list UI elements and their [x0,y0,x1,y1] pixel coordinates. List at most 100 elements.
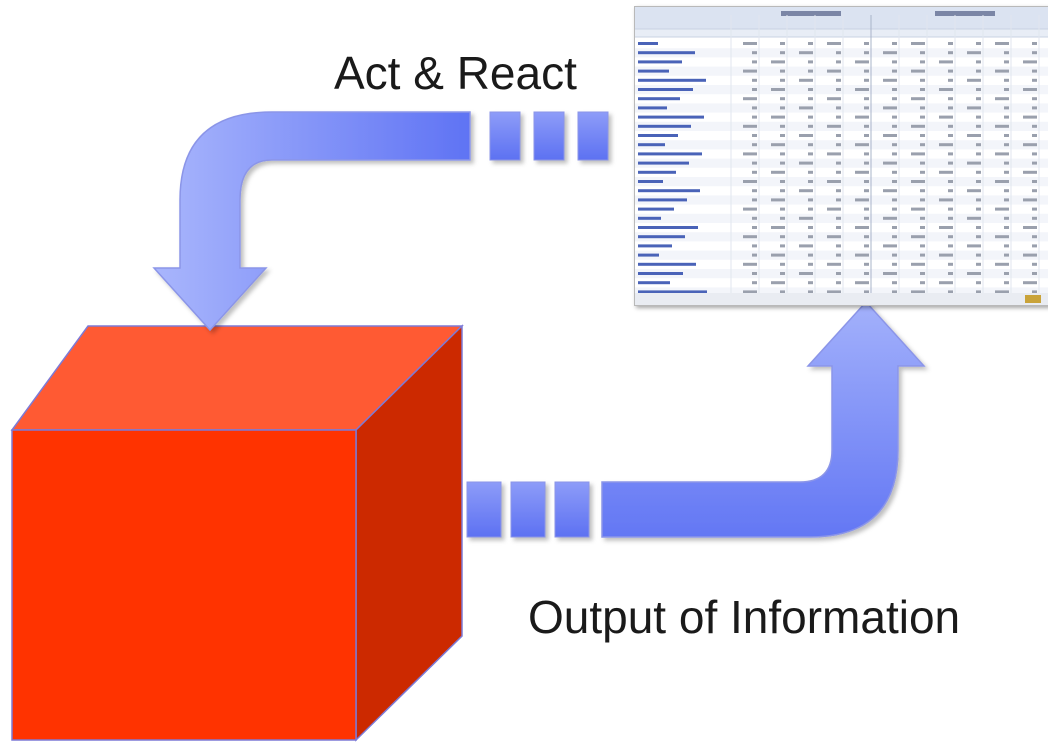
report-cell [976,253,981,257]
report-row-link [638,115,704,119]
report-cell [864,134,869,137]
report-cell [780,124,785,128]
report-cell [920,272,925,275]
report-cell [1004,170,1009,174]
report-row-link [638,226,698,229]
report-cell [948,134,953,137]
report-row-band [635,250,1048,260]
report-cell [976,180,981,183]
report-cell [995,42,1009,45]
curved-arrow-up-icon [466,300,926,538]
report-cell [1032,180,1037,183]
report-cell [948,216,953,220]
report-cell [780,78,785,82]
report-row-link [638,170,676,174]
report-cell [967,134,981,137]
report-cell [1032,124,1037,128]
report-cell [827,207,841,211]
report-cell [780,106,785,110]
report-cell [808,115,813,119]
report-cell [799,51,813,55]
report-cell [808,124,813,128]
report-cell [827,290,841,294]
report-cell [883,244,897,248]
report-cell [920,161,925,165]
report-cell [864,106,869,110]
report-cell [1023,253,1037,257]
report-cell [995,262,1009,266]
report-cell [836,115,841,119]
report-cell [911,42,925,45]
report-cell [1004,143,1009,147]
report-cell [771,88,785,91]
report-cell [743,124,757,128]
report-cell [752,60,757,64]
report-table-image [635,7,1048,305]
report-cell [967,106,981,110]
report-cell [864,216,869,220]
report-cell [780,152,785,156]
report-cell [836,216,841,220]
report-row-link [638,235,685,239]
report-cell [911,152,925,156]
report-cell [920,106,925,110]
arrow-body [152,111,471,332]
report-cell [967,161,981,165]
report-cell [967,244,981,248]
report-cell [967,272,981,275]
arrow-segment-block [510,481,546,538]
report-cell [836,189,841,193]
report-cell [1004,115,1009,119]
report-cell [799,216,813,220]
report-row-link [638,88,693,91]
report-cell [752,272,757,275]
report-cell [892,253,897,257]
report-cell [836,161,841,165]
report-cell [948,51,953,55]
report-cell [892,235,897,239]
report-cell [836,88,841,91]
report-cell [920,226,925,229]
report-row-link [638,69,669,73]
report-cell [967,78,981,82]
report-cell [1032,97,1037,101]
report-cell [1023,170,1037,174]
report-row-link [638,216,661,220]
arrow-segment-block [466,481,502,538]
report-screenshot [634,6,1048,306]
report-row-band [635,66,1048,76]
report-cell [892,226,897,229]
report-cell [920,253,925,257]
report-row-link [638,262,696,266]
report-cell [808,253,813,257]
report-cell [948,189,953,193]
report-cell [771,170,785,174]
report-cell [976,207,981,211]
report-cell [948,262,953,266]
report-cell [752,253,757,257]
report-row-link [638,152,702,156]
report-cell [855,88,869,91]
report-cell [780,180,785,183]
report-cell [752,161,757,165]
arrow-segment-block [577,111,609,161]
report-cell [855,226,869,229]
report-cell [864,124,869,128]
report-cell [939,281,953,285]
report-cell [1004,244,1009,248]
report-cell [939,253,953,257]
report-cell [976,124,981,128]
report-cell [827,69,841,73]
arrow-segment-block [554,481,590,538]
report-cell [1023,198,1037,202]
report-cell [752,170,757,174]
report-cell [1032,272,1037,275]
report-cell [799,189,813,193]
report-cell [780,235,785,239]
report-cell [976,262,981,266]
report-row-link [638,189,700,193]
report-cell [976,60,981,64]
report-cell [864,161,869,165]
report-cell [995,180,1009,183]
